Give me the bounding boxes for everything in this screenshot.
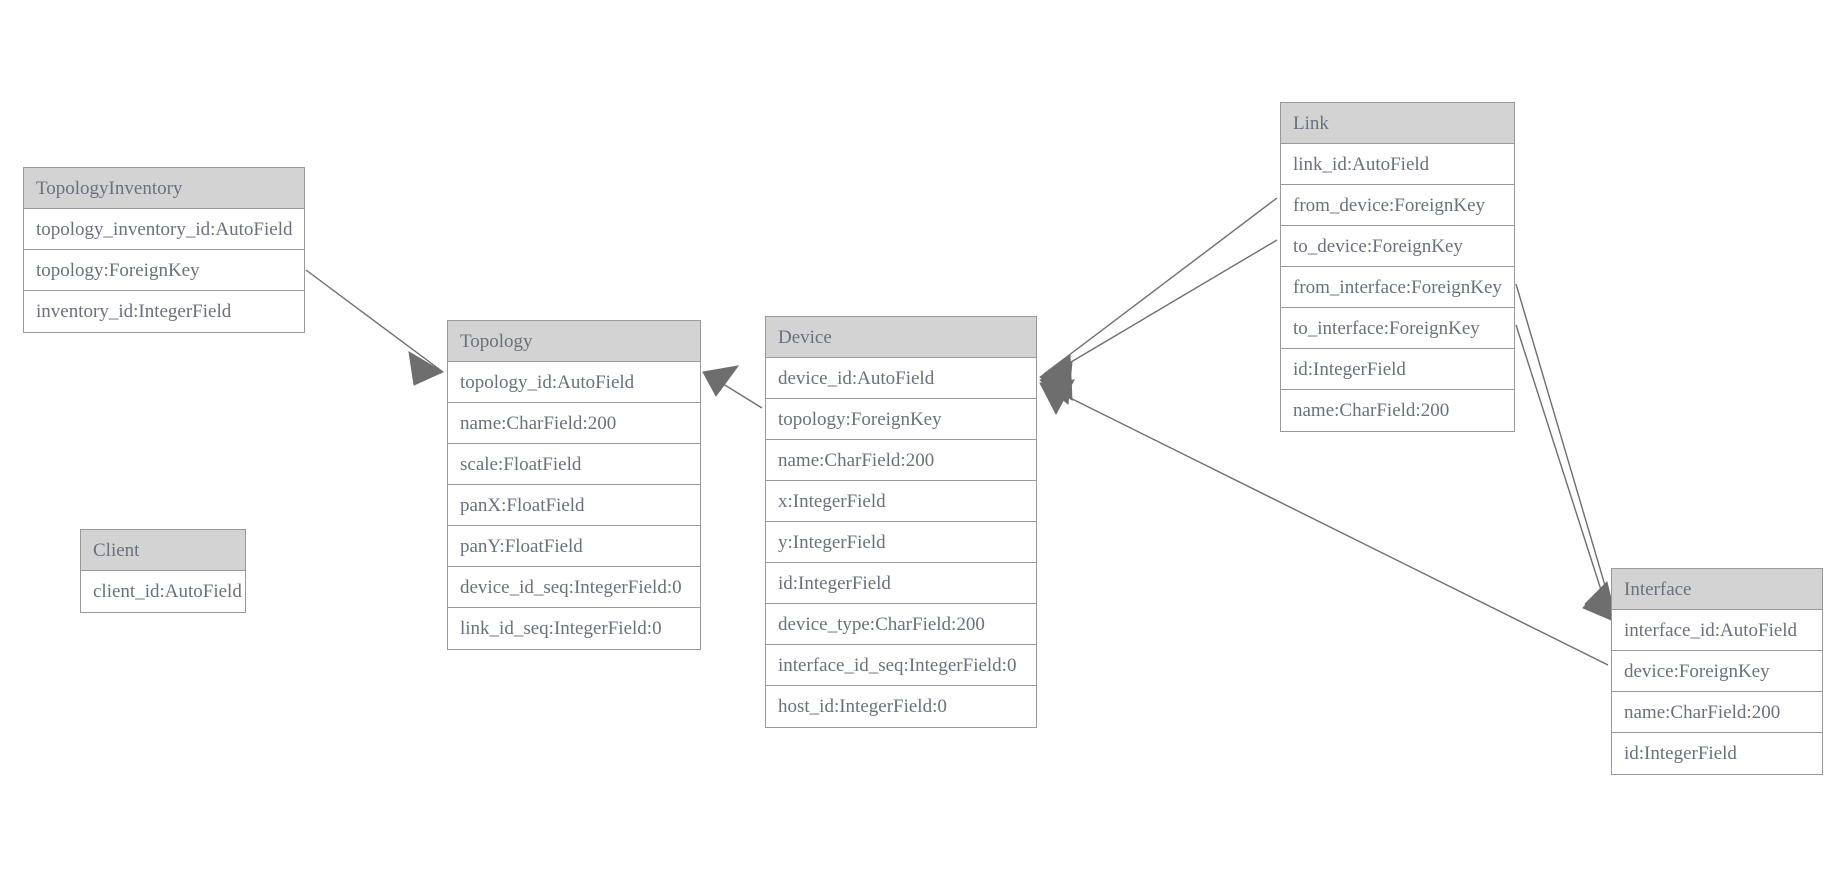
- entity-field: x:IntegerField: [766, 481, 1036, 522]
- entity-field: interface_id_seq:IntegerField:0: [766, 645, 1036, 686]
- entity-field: device:ForeignKey: [1612, 651, 1822, 692]
- relationship-arrowhead: [1039, 354, 1073, 402]
- entity-field: topology:ForeignKey: [24, 250, 304, 291]
- entity-field: id:IntegerField: [766, 563, 1036, 604]
- entity-field: name:CharField:200: [766, 440, 1036, 481]
- relationship-line: [1043, 239, 1278, 379]
- entity-field: interface_id:AutoField: [1612, 610, 1822, 651]
- relationship-line: [1043, 197, 1278, 375]
- entity-title-link: Link: [1281, 103, 1514, 144]
- relationship-arrowhead: [702, 365, 740, 397]
- entity-field: host_id:IntegerField:0: [766, 686, 1036, 727]
- relationship-link-to-device: [1039, 239, 1278, 406]
- relationship-topologyinventory-topology: [305, 269, 445, 386]
- entity-title-topology: Topology: [448, 321, 700, 362]
- relationship-link-from-interface: [1515, 283, 1617, 621]
- entity-field: name:CharField:200: [1612, 692, 1822, 733]
- relationship-arrowhead: [1039, 379, 1075, 416]
- entity-field: topology:ForeignKey: [766, 399, 1036, 440]
- entity-field: topology_id:AutoField: [448, 362, 700, 403]
- entity-field: to_device:ForeignKey: [1281, 226, 1514, 267]
- entity-field: inventory_id:IntegerField: [24, 291, 304, 332]
- relationship-line: [305, 269, 444, 373]
- entity-field: id:IntegerField: [1281, 349, 1514, 390]
- entity-title-device: Device: [766, 317, 1036, 358]
- relationship-line: [1515, 283, 1615, 617]
- entity-field: to_interface:ForeignKey: [1281, 308, 1514, 349]
- relationship-line: [1515, 324, 1611, 619]
- entity-field: panX:FloatField: [448, 485, 700, 526]
- entity-title-topology_inventory: TopologyInventory: [24, 168, 304, 209]
- entity-title-client: Client: [81, 530, 245, 571]
- entity-field: panY:FloatField: [448, 526, 700, 567]
- entity-field: y:IntegerField: [766, 522, 1036, 563]
- entity-field: link_id:AutoField: [1281, 144, 1514, 185]
- relationship-arrowhead: [408, 351, 445, 386]
- entity-field: device_id:AutoField: [766, 358, 1036, 399]
- entity-field: device_type:CharField:200: [766, 604, 1036, 645]
- entity-field: from_device:ForeignKey: [1281, 185, 1514, 226]
- relationship-line: [706, 373, 763, 409]
- entity-field: link_id_seq:IntegerField:0: [448, 608, 700, 649]
- relationship-arrowhead: [1039, 361, 1073, 406]
- entity-field: topology_inventory_id:AutoField: [24, 209, 304, 250]
- entity-field: client_id:AutoField: [81, 571, 245, 612]
- entity-field: name:CharField:200: [448, 403, 700, 444]
- entity-field: device_id_seq:IntegerField:0: [448, 567, 700, 608]
- entity-field: scale:FloatField: [448, 444, 700, 485]
- relationship-link-to-interface: [1515, 324, 1617, 623]
- entity-field: from_interface:ForeignKey: [1281, 267, 1514, 308]
- entity-field: id:IntegerField: [1612, 733, 1822, 774]
- entity-field: name:CharField:200: [1281, 390, 1514, 431]
- relationship-device-topology: [702, 365, 763, 409]
- relationship-link-from-device: [1039, 197, 1278, 402]
- entity-title-interface: Interface: [1612, 569, 1822, 610]
